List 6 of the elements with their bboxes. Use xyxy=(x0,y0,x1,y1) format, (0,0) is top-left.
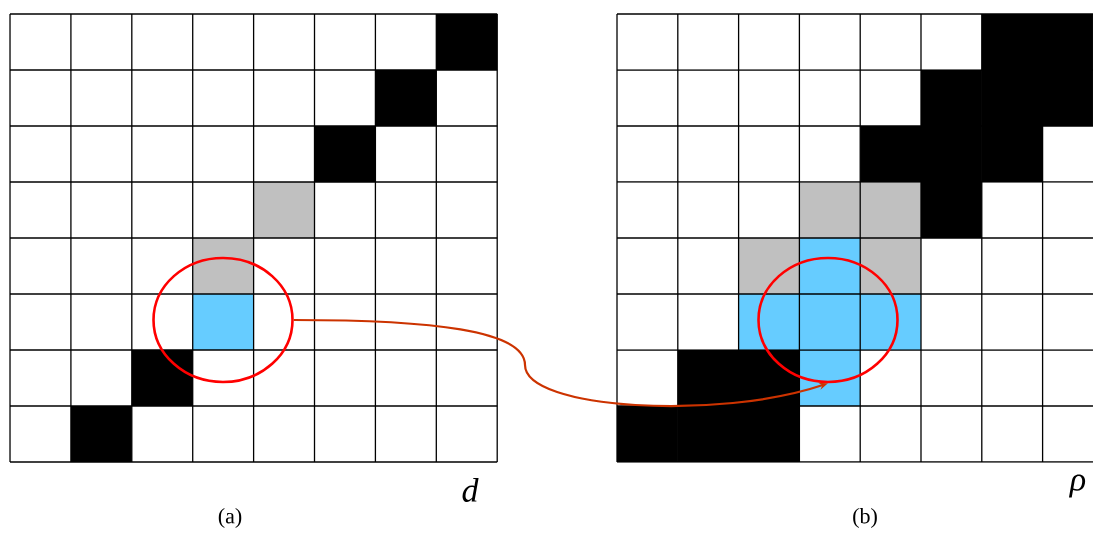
panel-label: (a) xyxy=(218,508,242,528)
panel-label: (b) xyxy=(853,508,877,528)
axis-label: d xyxy=(462,478,479,502)
circle-outline xyxy=(757,256,899,384)
axis-label: ρ xyxy=(1068,474,1086,498)
circle-outline xyxy=(152,256,294,384)
